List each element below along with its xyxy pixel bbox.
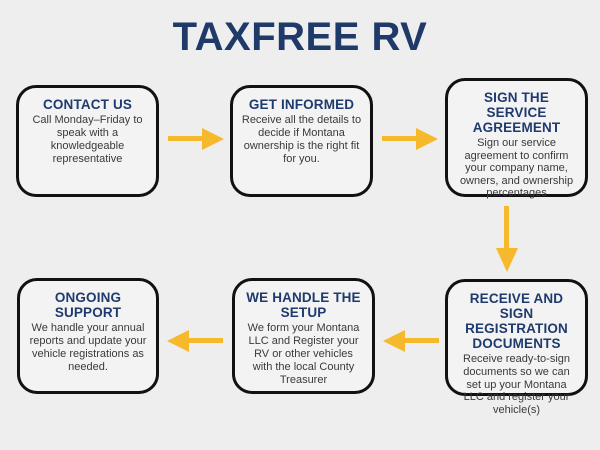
flow-step-heading: RECEIVE AND SIGN REGISTRATION DOCUMENTS: [465, 291, 568, 352]
flow-step-body: Call Monday–Friday to speak with a knowl…: [32, 114, 143, 165]
arrow-right-icon: [168, 128, 224, 150]
flow-step-body: We handle your annual reports and update…: [29, 322, 147, 373]
page-title: TAXFREE RV: [172, 15, 428, 59]
flow-step-get-informed[interactable]: GET INFORMED Receive all the details to …: [230, 85, 373, 197]
flow-step-handle-setup[interactable]: WE HANDLE THE SETUP We form your Montana…: [232, 278, 375, 394]
flow-step-body: We form your Montana LLC and Register yo…: [247, 322, 360, 386]
arrow-left-icon: [167, 330, 223, 352]
flow-step-receive-documents[interactable]: RECEIVE AND SIGN REGISTRATION DOCUMENTS …: [445, 279, 588, 416]
flow-step-heading: ONGOING SUPPORT: [54, 290, 122, 321]
flow-step-heading: GET INFORMED: [248, 97, 355, 112]
flow-step-heading: SIGN THE SERVICE AGREEMENT: [472, 90, 561, 136]
flow-step-body: Receive ready-to-sign documents so we ca…: [463, 353, 570, 416]
flow-step-body: Receive all the details to decide if Mon…: [241, 114, 362, 165]
flow-step-body: Sign our service agreement to confirm yo…: [459, 137, 574, 200]
flow-step-ongoing-support[interactable]: ONGOING SUPPORT We handle your annual re…: [17, 278, 159, 394]
arrow-down-icon: [496, 206, 518, 272]
arrow-right-icon: [382, 128, 438, 150]
flow-step-sign-agreement[interactable]: SIGN THE SERVICE AGREEMENT Sign our serv…: [445, 78, 588, 200]
flow-step-heading: WE HANDLE THE SETUP: [246, 290, 361, 321]
arrow-left-icon: [383, 330, 439, 352]
flow-step-heading: CONTACT US: [43, 97, 132, 112]
flow-step-contact-us[interactable]: CONTACT US Call Monday–Friday to speak w…: [16, 85, 159, 197]
